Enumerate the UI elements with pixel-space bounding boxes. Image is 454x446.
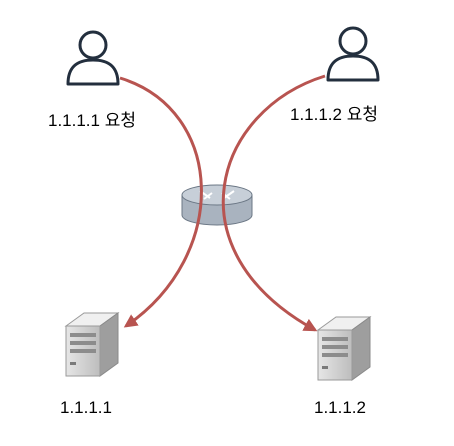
server1-label: 1.1.1.1 <box>60 398 112 417</box>
client2-request-label: 1.1.1.2 요청 <box>290 105 378 124</box>
arrow-client2-to-server2 <box>221 74 326 332</box>
user-icon <box>66 30 120 86</box>
server-icon <box>64 312 120 377</box>
user-icon <box>326 26 380 82</box>
server-icon <box>316 316 372 381</box>
arrow-client1-to-server1 <box>119 76 203 328</box>
client1-request-label: 1.1.1.1 요청 <box>48 111 136 130</box>
server2-label: 1.1.1.2 <box>314 398 366 417</box>
router-icon <box>181 184 253 226</box>
